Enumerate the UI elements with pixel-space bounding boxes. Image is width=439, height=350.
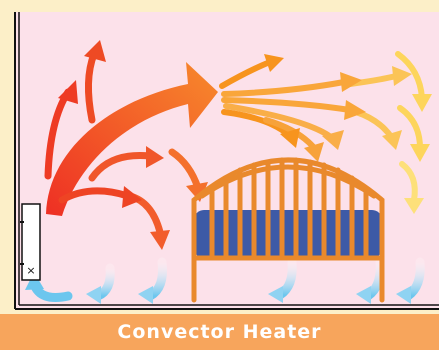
heater-control-icon: × — [26, 264, 35, 277]
caption-bar: Convector Heater — [0, 314, 439, 350]
convector-heater: × — [20, 204, 40, 280]
diagram-caption: Convector Heater — [117, 321, 321, 343]
